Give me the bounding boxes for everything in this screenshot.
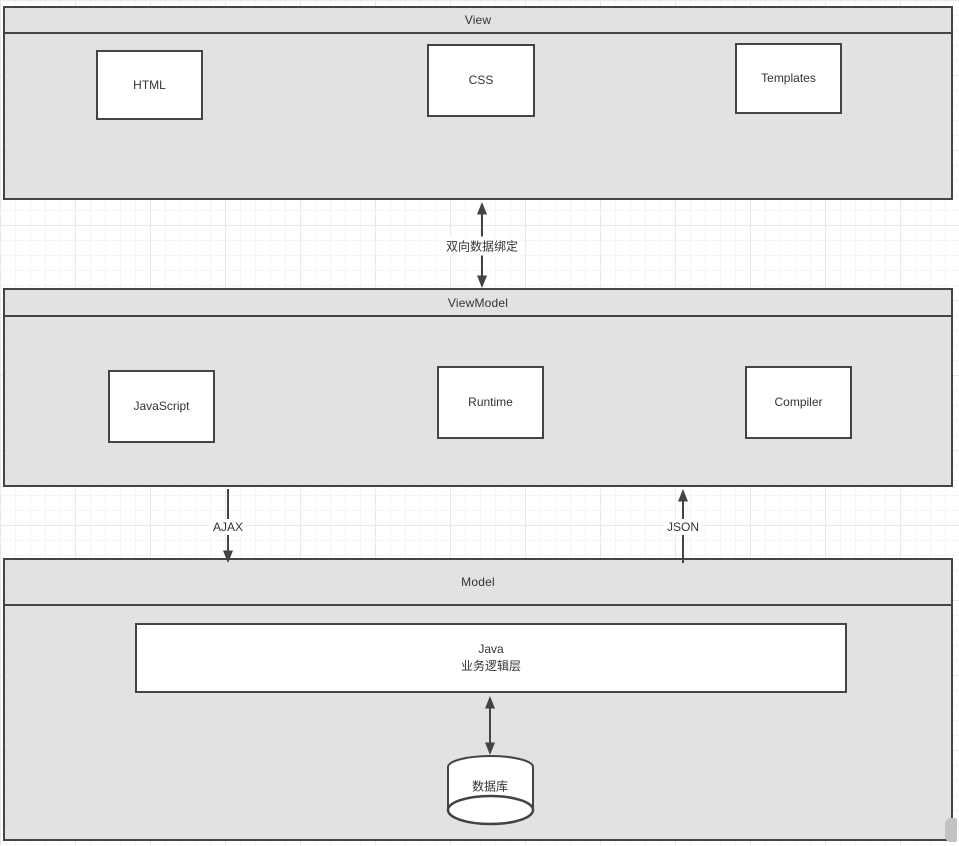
node-runtime-label: Runtime	[468, 395, 513, 409]
node-templates: Templates	[735, 43, 842, 114]
node-css: CSS	[427, 44, 535, 117]
node-html-label: HTML	[133, 77, 166, 92]
node-runtime: Runtime	[437, 366, 544, 439]
section-viewmodel: ViewModel JavaScript Runtime Compiler	[3, 288, 953, 487]
section-view-title: View	[464, 13, 492, 27]
edge-label-json: JSON	[663, 519, 703, 535]
node-templates-label: Templates	[761, 71, 816, 85]
node-html: HTML	[96, 50, 203, 120]
section-viewmodel-title: ViewModel	[447, 295, 509, 310]
edge-label-two-way-binding: 双向数据绑定	[442, 236, 522, 256]
node-javascript-label: JavaScript	[133, 399, 190, 413]
node-java-label-line1: Java	[478, 642, 504, 656]
node-compiler: Compiler	[745, 366, 852, 439]
edge-label-ajax: AJAX	[209, 519, 247, 535]
section-model-title: Model	[461, 575, 495, 589]
section-viewmodel-header: ViewModel	[5, 290, 951, 317]
node-java-business-layer: Java 业务逻辑层	[135, 623, 847, 693]
section-view: View HTML CSS Templates	[3, 6, 953, 200]
section-view-header: View	[5, 8, 951, 34]
node-javascript: JavaScript	[108, 370, 215, 443]
section-model: Model Java 业务逻辑层	[3, 558, 953, 841]
section-model-header: Model	[5, 560, 951, 606]
node-css-label: CSS	[468, 73, 494, 87]
vertical-scrollbar-thumb[interactable]	[945, 818, 957, 842]
database-label: 数据库	[471, 779, 509, 794]
node-compiler-label: Compiler	[774, 395, 823, 409]
node-java-label-line2: 业务逻辑层	[460, 659, 521, 673]
